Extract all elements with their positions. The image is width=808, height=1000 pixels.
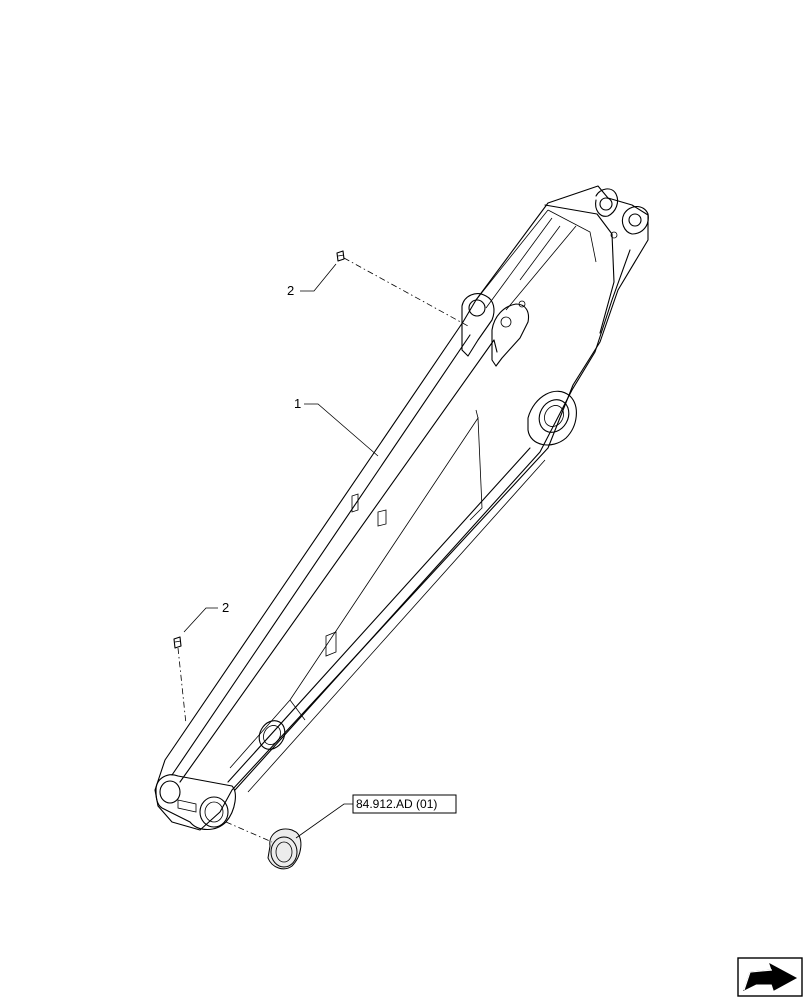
next-page-arrow-icon[interactable] [737, 957, 803, 997]
assembly-line-bottom [177, 647, 187, 725]
bushing-part [267, 828, 302, 870]
leader-ref [295, 803, 354, 839]
callout-1-label: 1 [294, 396, 301, 411]
arm-assembly [154, 185, 649, 831]
callout-2-bottom-label: 2 [222, 600, 229, 615]
leader-2-top [300, 263, 337, 292]
leader-1 [304, 403, 379, 457]
reference-link[interactable]: 84.912.AD (01) [352, 794, 457, 814]
leader-2-bottom [183, 607, 218, 633]
assembly-line-bushing [225, 821, 273, 843]
callout-2-top-label: 2 [287, 283, 294, 298]
grease-fitting-bottom [173, 636, 182, 649]
reference-label[interactable]: 84.912.AD (01) [356, 797, 437, 811]
grease-fitting-top [336, 250, 345, 262]
assembly-line-top [343, 257, 469, 327]
